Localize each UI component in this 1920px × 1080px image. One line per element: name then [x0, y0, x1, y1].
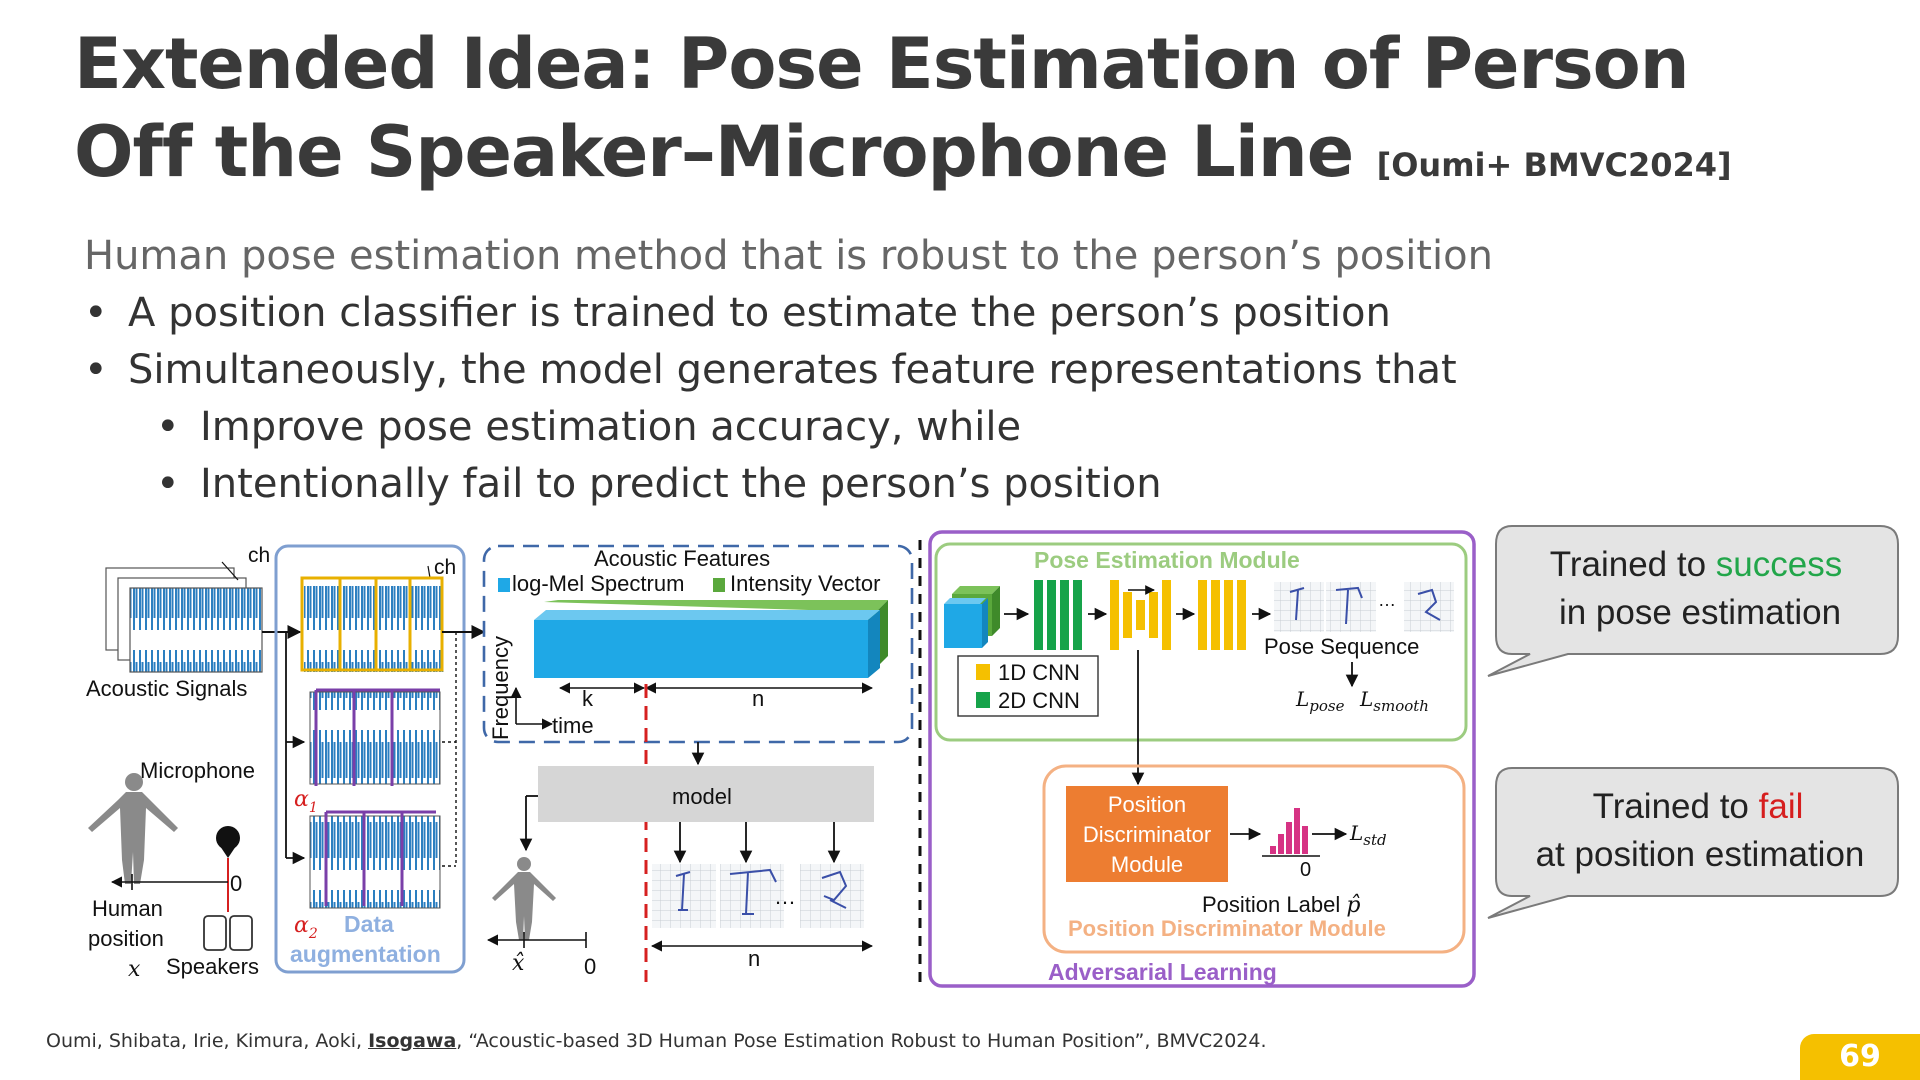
bullet-text: A position classifier is trained to esti…: [128, 290, 1391, 336]
n-label: n: [748, 946, 760, 971]
more-frames-ellipsis: …: [1378, 590, 1396, 610]
citation-rest: , “Acoustic-based 3D Human Pose Estimati…: [456, 1030, 1267, 1052]
title-reference: [Oumi+ BMVC2024]: [1376, 146, 1732, 184]
log-mel-legend-swatch: [498, 578, 510, 592]
data-augmentation-box: [274, 544, 466, 974]
cnn-2d-legend: 2D CNN: [998, 688, 1080, 713]
title-line-2-text: Off the Speaker–Microphone Line: [74, 111, 1354, 193]
citation-footer: Oumi, Shibata, Irie, Kimura, Aoki, Isoga…: [46, 1030, 1267, 1052]
1d-cnn-decoder-layers: [1198, 580, 1246, 650]
axis-zero: 0: [584, 954, 596, 979]
adversarial-learning-label: Adversarial Learning: [1048, 959, 1277, 985]
speakers-label: Speakers: [166, 954, 259, 979]
bullet-dot: •: [84, 290, 108, 336]
slide-title: Extended Idea: Pose Estimation of Person…: [74, 20, 1732, 209]
sub-bullet-text: Intentionally fail to predict the person…: [200, 461, 1162, 507]
pose-sequence-label: Pose Sequence: [1264, 634, 1419, 659]
bullet-text: Simultaneously, the model generates feat…: [128, 347, 1457, 393]
position-discriminator-label: Module: [1111, 852, 1183, 877]
estimated-person-icon: [492, 857, 556, 940]
title-line-2: Off the Speaker–Microphone Line [Oumi+ B…: [74, 108, 1732, 209]
title-line-1: Extended Idea: Pose Estimation of Person: [74, 23, 1690, 105]
citation-highlight-author: Isogawa: [368, 1030, 457, 1052]
human-position-label: Human: [92, 896, 163, 921]
log-mel-legend: log-Mel Spectrum: [512, 571, 684, 596]
data-augmentation-label: augmentation: [290, 941, 441, 967]
ch-label: ch: [248, 544, 270, 567]
bullet-list: Human pose estimation method that is rob…: [84, 228, 1493, 513]
model-block: [538, 766, 874, 822]
microphone-icon: [216, 826, 240, 912]
time-axis-label: time: [552, 713, 594, 738]
alpha2-symbol: α2: [294, 913, 318, 942]
smooth-loss: Lsmooth: [1359, 687, 1429, 715]
pose-loss: Lpose: [1295, 687, 1345, 715]
fail-callout-bubble: [1487, 767, 1899, 919]
fail-callout-line2: at position estimation: [1536, 835, 1865, 874]
input-feature-cube: [944, 586, 1000, 648]
axis-zero: 0: [230, 871, 242, 896]
std-loss: Lstd: [1349, 821, 1387, 849]
ch-label: ch: [434, 556, 456, 579]
n-label: n: [752, 686, 764, 711]
citation-authors: Oumi, Shibata, Irie, Kimura, Aoki,: [46, 1030, 369, 1052]
model-label: model: [672, 784, 732, 809]
k-label: k: [582, 686, 594, 711]
microphone-label: Microphone: [140, 758, 255, 783]
1d-cnn-encoder-layers: [1110, 580, 1171, 650]
position-discriminator-module-box: [1042, 764, 1466, 954]
acoustic-features-title: Acoustic Features: [594, 546, 770, 571]
bullet-dot: •: [84, 347, 108, 393]
success-callout-line2: in pose estimation: [1559, 593, 1841, 632]
intensity-legend: Intensity Vector: [730, 571, 880, 596]
bullet-dot: •: [156, 404, 180, 450]
speakers-icon: [203, 915, 253, 951]
position-discriminator-block: [1066, 786, 1228, 882]
augmented-signal-1: [300, 576, 444, 672]
fail-callout-line1: Trained to fail: [1593, 787, 1804, 826]
augmented-signal-2: [309, 688, 441, 786]
acoustic-signals-stack: [105, 561, 263, 673]
x-hat-symbol: x̂: [512, 951, 525, 976]
more-frames-ellipsis: …: [774, 884, 796, 909]
cnn-legend: [957, 655, 1099, 717]
log-mel-spectrum-block: [534, 610, 880, 678]
frequency-axis-label: Frequency: [488, 636, 513, 740]
augmented-signal-3: [309, 810, 441, 909]
pose-sequence-frames: [1274, 582, 1454, 632]
bullet-item: • Simultaneously, the model generates fea…: [84, 342, 1493, 399]
output-pose-frames: [652, 864, 864, 928]
position-histogram: [1270, 808, 1308, 854]
cnn-1d-legend: 1D CNN: [998, 660, 1080, 685]
success-callout-line1: Trained to success: [1550, 545, 1842, 584]
adversarial-learning-box: [928, 530, 1476, 988]
human-position-label: position: [88, 926, 164, 951]
lead-sentence: Human pose estimation method that is rob…: [84, 233, 1493, 279]
x-symbol: x: [128, 957, 141, 982]
sub-bullet-text: Improve pose estimation accuracy, while: [200, 404, 1022, 450]
alpha1-symbol: α1: [294, 787, 318, 816]
sub-bullet-item: • Improve pose estimation accuracy, while: [84, 399, 1493, 456]
acoustic-signals-label: Acoustic Signals: [86, 676, 247, 701]
axis-zero: 0: [1300, 859, 1311, 881]
2d-cnn-layers: [1034, 580, 1082, 650]
position-label-text: Position Label p̂: [1202, 892, 1360, 918]
sub-bullet-item: • Intentionally fail to predict the perso…: [84, 456, 1493, 513]
position-discriminator-module-title: Position Discriminator Module: [1068, 916, 1386, 941]
intensity-legend-swatch: [713, 578, 725, 592]
position-discriminator-label: Position: [1108, 792, 1186, 817]
bullet-dot: •: [156, 461, 180, 507]
data-augmentation-label: Data: [344, 911, 394, 937]
success-callout-bubble: [1487, 525, 1899, 677]
bullet-item: • A position classifier is trained to est…: [84, 285, 1493, 342]
pose-estimation-module-box: [934, 542, 1468, 742]
page-number-badge: 69: [1800, 1034, 1920, 1080]
position-discriminator-label: Discriminator: [1083, 822, 1211, 847]
human-figure-icon: [88, 773, 178, 884]
pose-estimation-module-title: Pose Estimation Module: [1034, 547, 1300, 573]
